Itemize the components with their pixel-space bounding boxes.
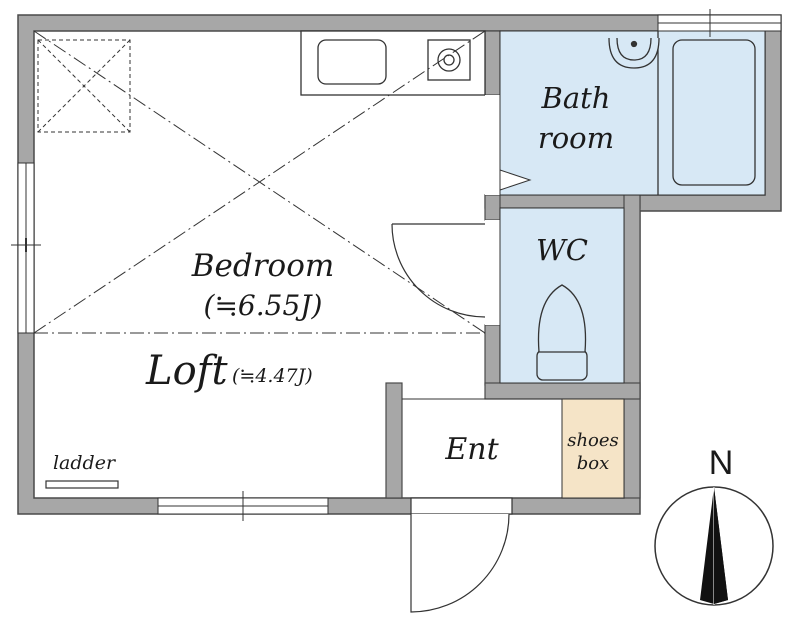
- left-window: [11, 162, 41, 334]
- entrance-label: Ent: [444, 432, 499, 467]
- bathroom-fixtures: [608, 31, 756, 195]
- bath-label-line1: Bath: [541, 81, 611, 115]
- wc-door-opening: [485, 220, 500, 325]
- toilet: [536, 284, 588, 381]
- loft-size: (≒4.47J): [232, 365, 313, 387]
- bedroom-size: (≒6.55J): [204, 289, 323, 322]
- bath-window: [657, 9, 782, 37]
- bedroom-label: Bedroom: [191, 248, 335, 284]
- bath-door-swing: [499, 169, 532, 191]
- loft-lines: [33, 30, 486, 334]
- entrance-door: [410, 497, 513, 613]
- shoes-box-label-line1: shoes: [567, 430, 619, 451]
- shoes-box: [561, 398, 625, 499]
- loft-label: Loft: [145, 348, 228, 394]
- wc-label: WC: [536, 233, 588, 267]
- interior-walls: [385, 30, 641, 499]
- bottom-window: [157, 491, 329, 521]
- compass: N: [654, 444, 774, 606]
- loft-hatch: [37, 39, 131, 133]
- bath-label-line2: room: [538, 121, 614, 155]
- ladder-bar: [45, 480, 119, 489]
- kitchen-counter: [300, 30, 486, 96]
- bath-door-opening: [485, 95, 500, 195]
- shoes-box-label-line2: box: [577, 453, 610, 474]
- wc-door: [391, 223, 486, 318]
- compass-north-label: N: [709, 444, 734, 482]
- ladder-label: ladder: [53, 452, 117, 474]
